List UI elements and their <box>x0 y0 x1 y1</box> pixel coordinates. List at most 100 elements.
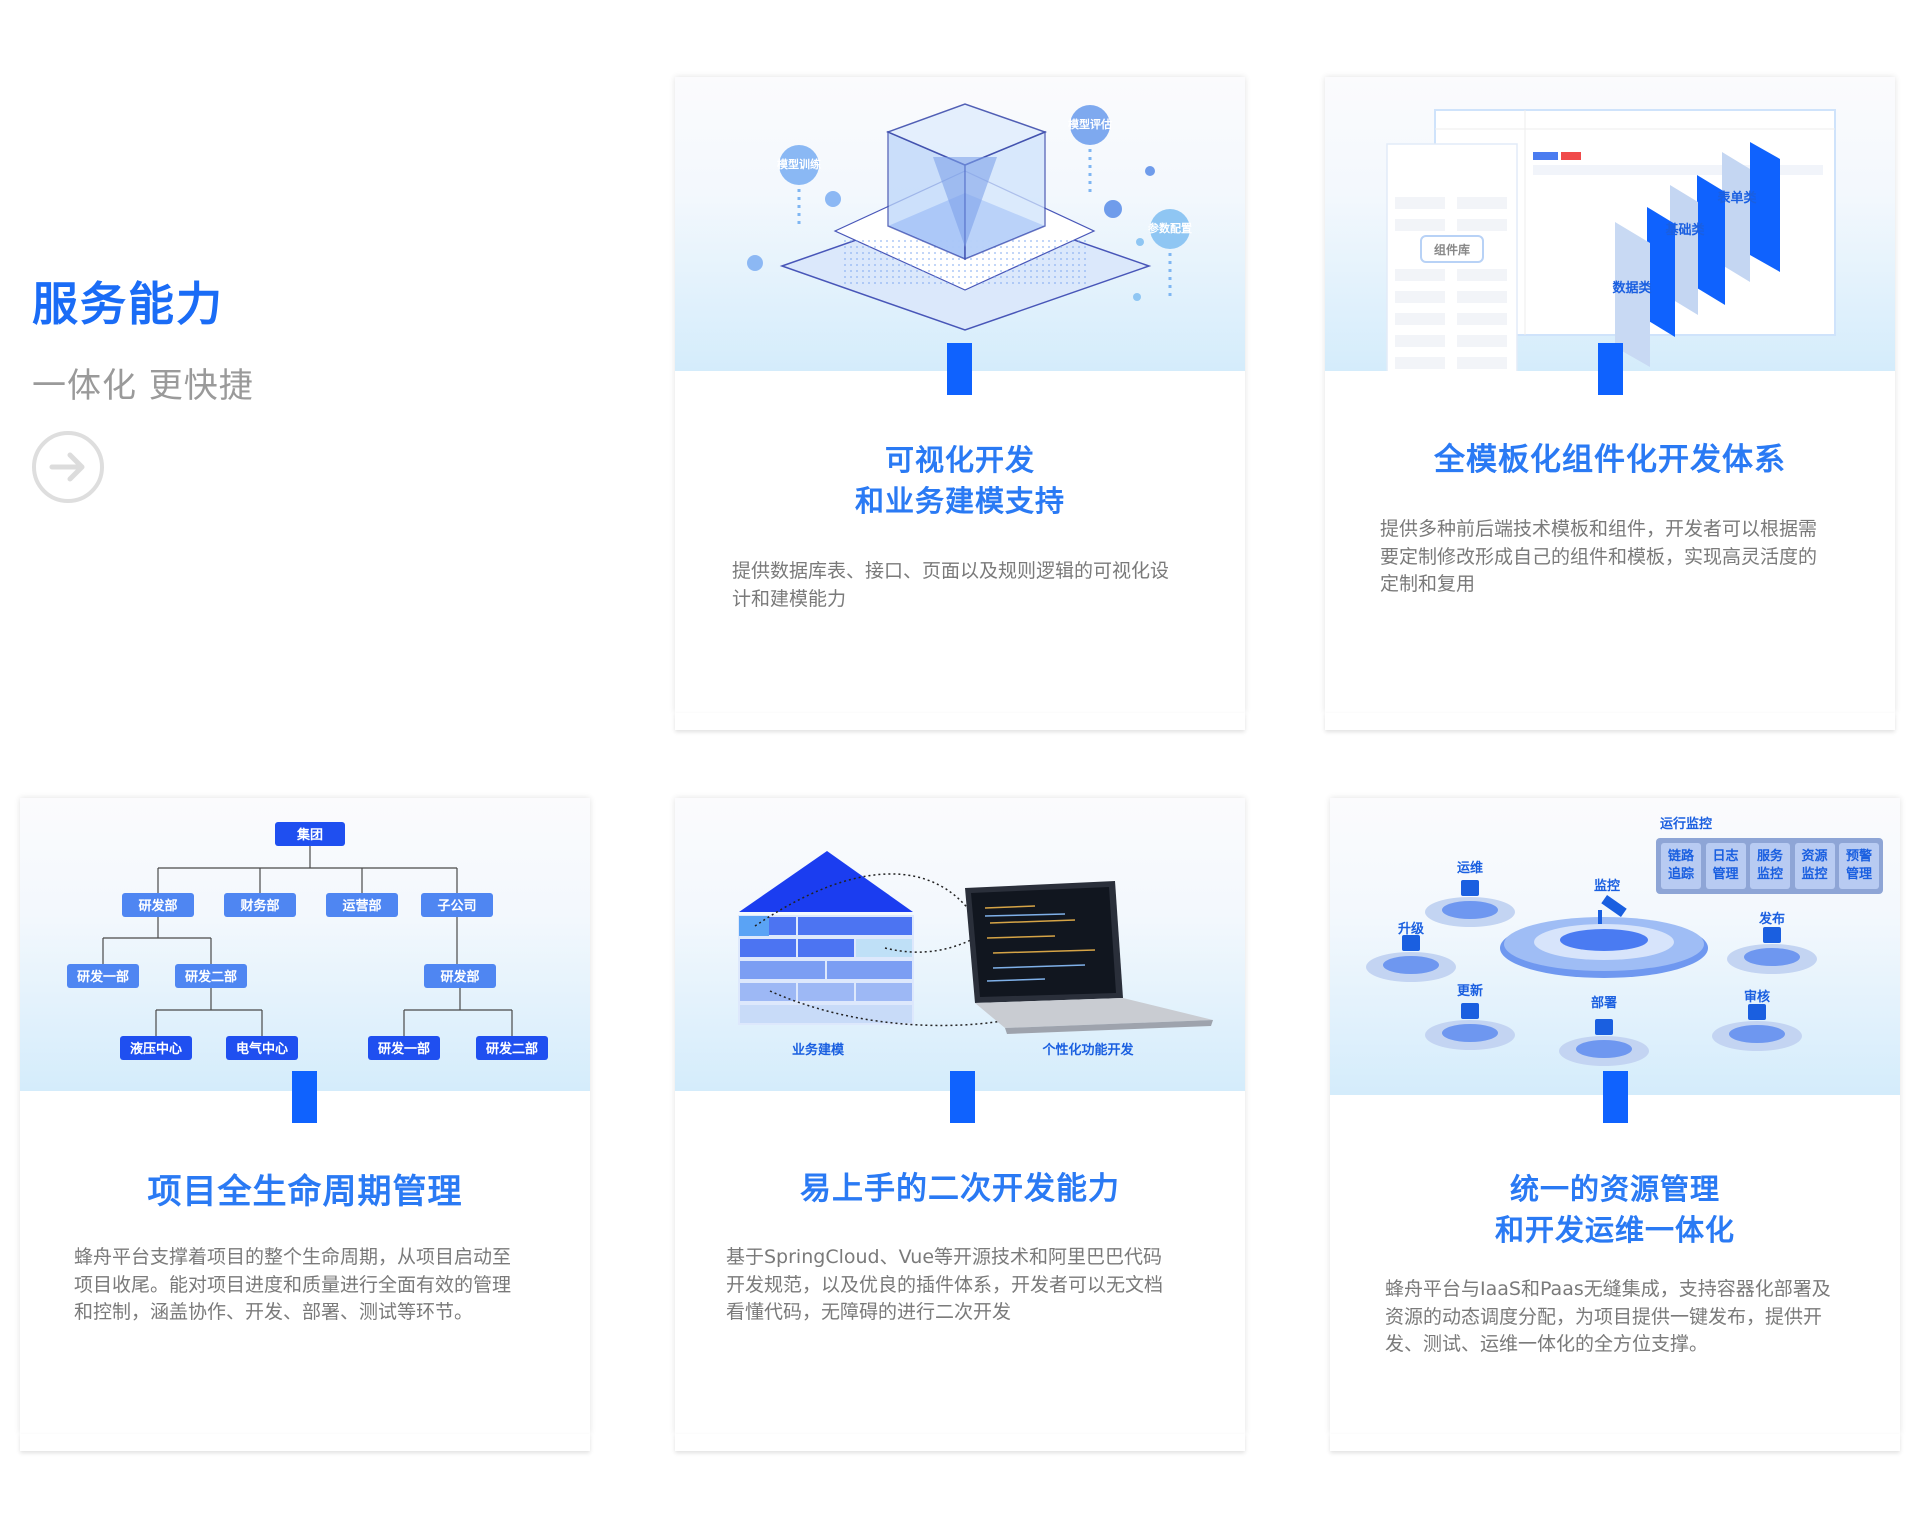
node-label: 升级 <box>1398 921 1425 937</box>
card-description-line: 看懂代码，无障碍的进行二次开发 <box>726 1301 1012 1323</box>
node-icon <box>1461 1003 1479 1019</box>
card-template-system: 组件库 表单类 基础类 数据类 全模板化组件化开发体系 提供多种前后端技术模板和… <box>1325 77 1895 730</box>
card-title-line: 全模板化组件化开发体系 <box>1434 442 1786 478</box>
next-button[interactable] <box>32 431 104 503</box>
card-description-line: 资源的动态调度分配，为项目提供一键发布，提供开 <box>1385 1305 1823 1328</box>
org-node: 研发二部 <box>476 1036 548 1060</box>
org-node-label: 研发一部 <box>77 969 129 985</box>
basic-category-label: 基础类 <box>1664 222 1705 238</box>
data-category-label: 数据类 <box>1612 280 1652 296</box>
monitor-panel-item-label: 服务监控 <box>1756 849 1783 882</box>
devops-node: 审核 <box>1712 989 1802 1051</box>
card-description: 提供数据库表、接口、页面以及规则逻辑的可视化设计和建模能力 <box>732 558 1169 613</box>
card-description-line: 发、测试、运维一体化的全方位支撑。 <box>1385 1333 1709 1355</box>
card-description-line: 开发规范，以及优良的插件体系，开发者可以无文档 <box>726 1273 1164 1296</box>
bubble-label: 模型评估 <box>1068 117 1112 131</box>
org-node-label: 研发部 <box>138 898 177 914</box>
card-shadow-strip <box>675 1434 1245 1451</box>
card-title-line: 易上手的二次开发能力 <box>800 1171 1120 1207</box>
monitor-panel-item-label: 资源监控 <box>1801 849 1828 882</box>
node-icon <box>1402 935 1420 951</box>
business-modeling-label: 业务建模 <box>792 1042 845 1058</box>
card-description-line: 蜂舟平台与IaaS和Paas无缝集成，支持容器化部署及 <box>1385 1278 1831 1300</box>
node-label: 监控 <box>1594 878 1620 894</box>
card-visual-development: 模型训练 模型评估 参数配置 可视化开发和业务建模支持 提供数据库表、接口、页面… <box>675 77 1245 730</box>
devops-node: 更新 <box>1425 983 1515 1050</box>
bubble-model-evaluation: 模型评估 <box>1068 105 1112 192</box>
card-description-line: 提供数据库表、接口、页面以及规则逻辑的可视化设 <box>732 560 1170 582</box>
component-library-label: 组件库 <box>1434 242 1470 257</box>
monitor-panel-title: 运行监控 <box>1660 816 1712 832</box>
custom-development-label: 个性化功能开发 <box>1041 1042 1134 1058</box>
card-description-line: 基于SpringCloud、Vue等开源技术和阿里巴巴代码 <box>726 1246 1163 1268</box>
card-description: 蜂舟平台支撑着项目的整个生命周期，从项目启动至项目收尾。能对项目进度和质量进行全… <box>74 1244 511 1327</box>
org-node: 集团 <box>275 822 345 846</box>
bubble-label: 参数配置 <box>1148 221 1192 235</box>
org-node: 研发部 <box>424 964 496 988</box>
card-title-line: 统一的资源管理 <box>1509 1172 1720 1206</box>
devops-illustration: 运行监控 运维升级 监控发布更新部署 审核 链路追踪日志管理服务监控资源监控预警管理 <box>1330 798 1900 1095</box>
org-node-label: 运营部 <box>342 898 381 914</box>
modeling-illustration: 模型训练 模型评估 参数配置 <box>675 77 1245 371</box>
card-accent-bar <box>1603 1071 1628 1123</box>
card-title: 项目全生命周期管理 <box>20 1172 590 1213</box>
card-shadow-strip <box>675 713 1245 730</box>
card-shadow-strip <box>1325 713 1895 730</box>
card-description: 蜂舟平台与IaaS和Paas无缝集成，支持容器化部署及资源的动态调度分配，为项目… <box>1385 1276 1831 1359</box>
arrow-right-icon <box>49 452 85 482</box>
org-node: 财务部 <box>224 893 296 917</box>
card-description: 基于SpringCloud、Vue等开源技术和阿里巴巴代码开发规范，以及优良的插… <box>726 1244 1163 1327</box>
card-description-line: 计和建模能力 <box>732 587 847 610</box>
card-accent-bar <box>947 343 972 395</box>
bubble-parameter-config: 参数配置 <box>1148 209 1192 299</box>
node-icon <box>1763 927 1781 943</box>
devops-node: 运维 <box>1425 860 1515 927</box>
org-node-label: 研发二部 <box>185 969 237 985</box>
card-accent-bar <box>1598 343 1623 395</box>
monitor-panel-item-label: 预警管理 <box>1845 849 1872 882</box>
card-resource-devops: 运行监控 运维升级 监控发布更新部署 审核 链路追踪日志管理服务监控资源监控预警管理… <box>1330 798 1900 1451</box>
monitor-panel-item-label: 链路追踪 <box>1667 849 1694 882</box>
card-description-line: 提供多种前后端技术模板和组件，开发者可以根据需 <box>1380 518 1818 540</box>
monitor-panel-item-label: 日志管理 <box>1712 849 1739 882</box>
org-node: 研发一部 <box>67 964 139 988</box>
org-node-label: 电气中心 <box>236 1041 288 1057</box>
devops-node: 监控 <box>1594 878 1620 894</box>
bubble-model-training: 模型训练 <box>777 145 821 227</box>
devops-node: 发布 <box>1727 911 1817 974</box>
card-shadow-strip <box>1330 1434 1900 1451</box>
org-node-label: 研发二部 <box>486 1041 538 1057</box>
card-title-line: 可视化开发 <box>884 443 1035 477</box>
card-description-line: 项目收尾。能对项目进度和质量进行全面有效的管理 <box>74 1273 512 1296</box>
business-modeling-illustration: 业务建模 个性化功能开发 <box>675 798 1245 1091</box>
node-label: 运维 <box>1457 860 1483 876</box>
node-label: 审核 <box>1744 989 1770 1005</box>
org-node-label: 子公司 <box>437 899 476 914</box>
node-label: 发布 <box>1758 911 1785 927</box>
card-accent-bar <box>950 1071 975 1123</box>
monitor-panel-item: 资源监控 <box>1794 843 1835 889</box>
devops-node: 部署 <box>1559 995 1649 1066</box>
org-node-label: 研发部 <box>440 969 479 985</box>
org-chart-illustration: 集团研发部财务部运营部子公司研发一部研发二部研发部液压中心电气中心研发一部研发二… <box>20 798 590 1091</box>
card-description-line: 定制和复用 <box>1380 573 1476 595</box>
card-title: 统一的资源管理和开发运维一体化 <box>1330 1169 1900 1251</box>
org-node: 子公司 <box>421 893 493 917</box>
section-title: 服务能力 <box>32 277 224 331</box>
org-node: 液压中心 <box>120 1036 192 1060</box>
card-accent-bar <box>292 1071 317 1123</box>
card-title-line: 和业务建模支持 <box>854 484 1065 518</box>
org-node-label: 财务部 <box>240 898 279 914</box>
card-lifecycle-management: 集团研发部财务部运营部子公司研发一部研发二部研发部液压中心电气中心研发一部研发二… <box>20 798 590 1451</box>
org-node: 运营部 <box>326 893 398 917</box>
card-description: 提供多种前后端技术模板和组件，开发者可以根据需要定制修改形成自己的组件和模板，实… <box>1380 516 1817 599</box>
card-description-line: 和控制，涵盖协作、开发、部署、测试等环节。 <box>74 1301 474 1323</box>
org-node-label: 液压中心 <box>130 1041 182 1057</box>
monitor-panel-item: 日志管理 <box>1705 843 1746 889</box>
org-node-label: 集团 <box>296 827 323 843</box>
monitor-panel-item: 服务监控 <box>1750 843 1790 889</box>
card-title: 可视化开发和业务建模支持 <box>675 440 1245 522</box>
bubble-label: 模型训练 <box>777 157 821 171</box>
org-node: 研发部 <box>122 893 194 917</box>
card-secondary-development: 业务建模 个性化功能开发 易上手的二次开发能力 基于SpringCloud、Vu… <box>675 798 1245 1451</box>
